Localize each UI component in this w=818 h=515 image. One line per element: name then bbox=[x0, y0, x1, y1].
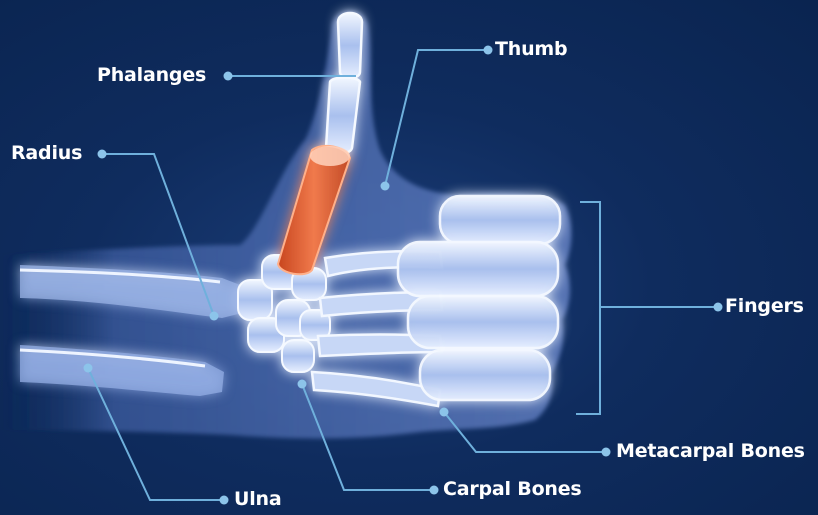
radius-dot bbox=[98, 150, 107, 159]
thumb-label: Thumb bbox=[495, 40, 567, 59]
radius-end-dot bbox=[210, 312, 219, 321]
thumb-dot bbox=[484, 46, 493, 55]
metacarpal-dot bbox=[602, 448, 611, 457]
thumb-leader bbox=[385, 50, 488, 186]
metacarpal-bones-label: Metacarpal Bones bbox=[616, 442, 805, 461]
fingers-dot bbox=[714, 303, 723, 312]
ulna-dot bbox=[220, 496, 229, 505]
carpal-end-dot bbox=[298, 380, 307, 389]
fingers-bracket bbox=[576, 202, 600, 414]
radius-label: Radius bbox=[11, 144, 82, 163]
carpal-bones-label: Carpal Bones bbox=[443, 480, 582, 499]
fingers-label: Fingers bbox=[725, 297, 804, 316]
carpal-dot bbox=[430, 486, 439, 495]
ulna-end-dot bbox=[84, 364, 93, 373]
phalanges-label: Phalanges bbox=[97, 66, 206, 85]
ulna-label: Ulna bbox=[234, 490, 282, 509]
phalanges-dot bbox=[224, 72, 233, 81]
thumb-end-dot bbox=[381, 182, 390, 191]
metacarpal-end-dot bbox=[440, 408, 449, 417]
